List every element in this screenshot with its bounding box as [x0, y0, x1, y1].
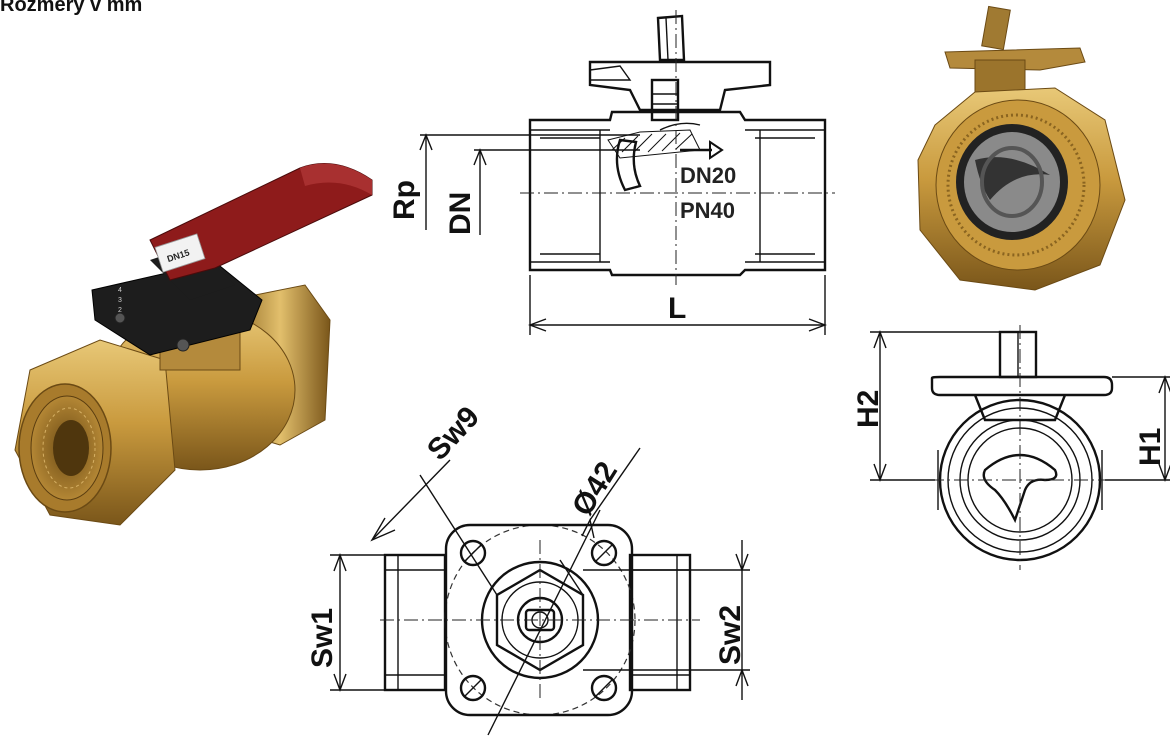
top-view-drawing: Sw1 Sw2 Sw9 Ø42: [306, 400, 750, 736]
rp-dimension-label: Rp: [388, 180, 421, 220]
side-section-drawing: DN20 PN40 Rp DN L: [388, 10, 835, 335]
svg-text:2: 2: [118, 307, 122, 314]
dn-dimension-label: DN: [444, 192, 477, 235]
page-title: Rozmery v mm: [0, 0, 143, 16]
end-view-drawing: H2 H1: [852, 325, 1170, 570]
sw1-dimension-label: Sw1: [306, 608, 339, 668]
sw9-dimension-label: Sw9: [421, 400, 486, 466]
d42-dimension-label: Ø42: [566, 456, 624, 522]
ball-valve-photo: DN15 432: [14, 163, 373, 526]
svg-text:3: 3: [118, 297, 122, 304]
svg-text:4: 4: [118, 287, 122, 294]
h1-dimension-label: H1: [1134, 428, 1167, 466]
bolt-holes: [459, 539, 618, 702]
h2-dimension-label: H2: [852, 390, 885, 428]
sw2-dimension-label: Sw2: [714, 605, 747, 665]
l-dimension-label: L: [668, 292, 686, 325]
dn-size-marking: DN20: [680, 163, 736, 188]
valve-port-photo: [917, 5, 1126, 291]
pn-rating-marking: PN40: [680, 198, 735, 223]
